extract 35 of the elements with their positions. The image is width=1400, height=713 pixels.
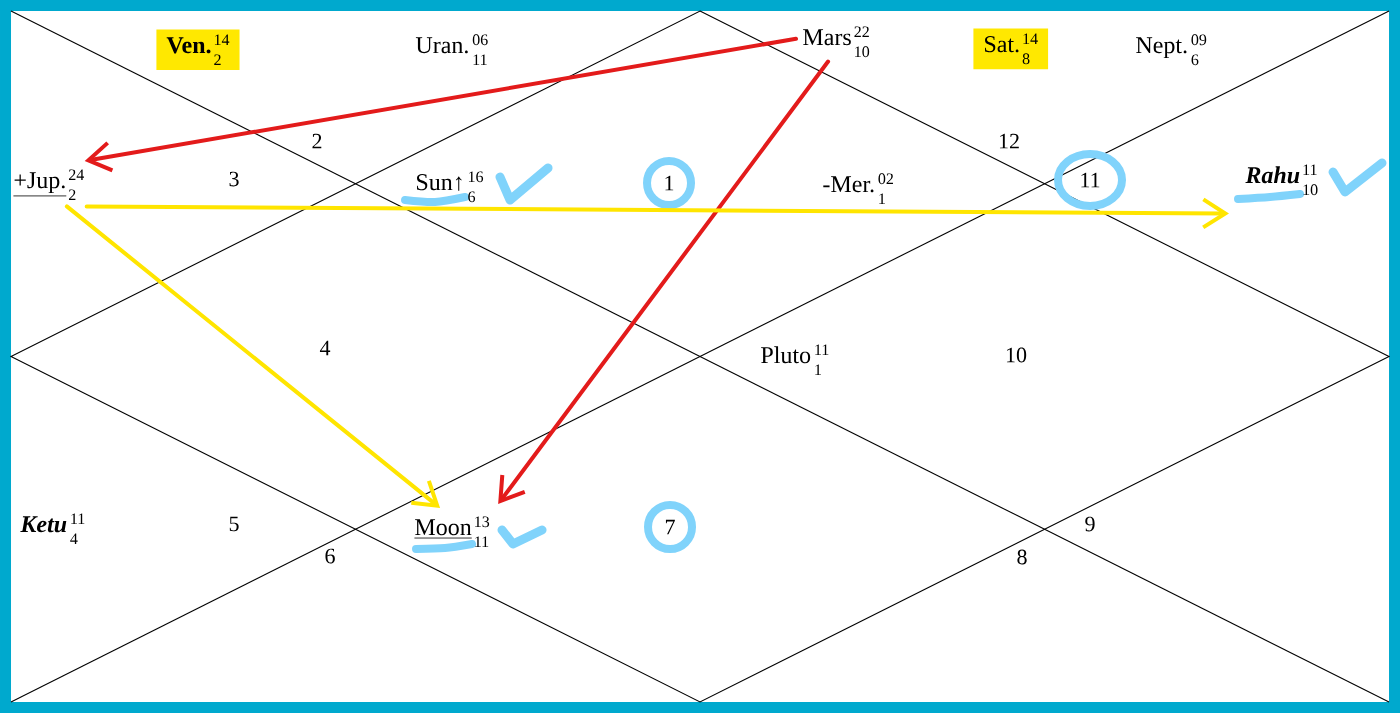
house-number: 12 <box>999 133 1019 149</box>
arrow <box>64 204 441 509</box>
house-number: 3 <box>229 171 239 187</box>
highlighted-label: Sat. 14 8 <box>973 28 1049 70</box>
superscript-number: 11 <box>71 513 85 524</box>
arrow <box>84 36 798 173</box>
circled-number: 11 <box>1054 150 1126 210</box>
arrow <box>498 59 831 504</box>
subscript-number: 6 <box>468 191 476 203</box>
planet-label: Ketu <box>20 516 67 533</box>
house-number: 8 <box>1017 549 1027 565</box>
superscript-number: 09 <box>1191 34 1207 46</box>
house-number: 10 <box>1006 347 1027 363</box>
superscript-number: 02 <box>878 173 893 185</box>
subscript-number: 1 <box>879 193 885 204</box>
planet-label: Nept. <box>1136 37 1187 59</box>
planet-label: Pluto <box>761 346 811 364</box>
house-number: 2 <box>312 133 322 149</box>
subscript-number: 4 <box>70 533 78 544</box>
planet-label: -Mer. <box>823 176 874 193</box>
arrow <box>84 197 1229 230</box>
circled-number: 7 <box>644 501 696 553</box>
house-number: 6 <box>325 548 335 564</box>
superscript-number: 16 <box>468 171 484 183</box>
subscript-number: 1 <box>815 364 821 375</box>
house-number: 9 <box>1085 516 1095 532</box>
superscript-number: 11 <box>815 344 829 355</box>
planet-label: Uran. <box>415 37 468 54</box>
house-number: 4 <box>319 340 331 356</box>
planet-label: Sun↑ <box>417 174 462 191</box>
subscript-number: 11 <box>473 54 487 65</box>
circled-number: 1 <box>643 157 695 209</box>
house-number: 5 <box>229 516 239 532</box>
subscript-number: 6 <box>1191 54 1199 66</box>
superscript-number: 06 <box>472 34 488 46</box>
